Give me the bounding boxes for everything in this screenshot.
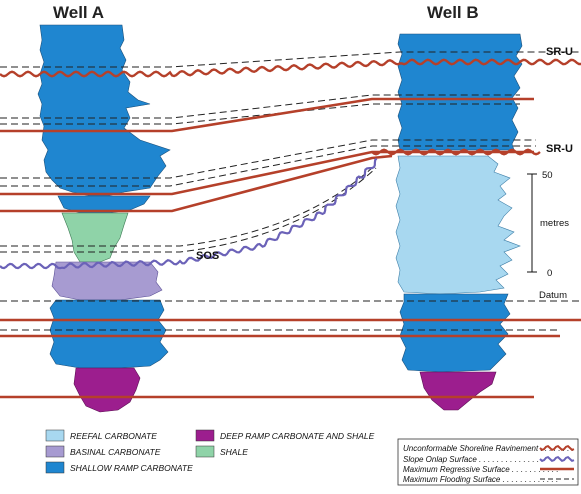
- legend-label-regressive: Maximum Regressive Surface . . . . . . .…: [403, 465, 559, 474]
- legend-label-shale: SHALE: [220, 447, 248, 457]
- legend-label-shallow: SHALLOW RAMP CARBONATE: [70, 463, 193, 473]
- slope-onlap-surface: [0, 157, 378, 270]
- legend-swatch-shallow: [45, 461, 65, 474]
- legend-label-deep: DEEP RAMP CARBONATE AND SHALE: [220, 431, 375, 441]
- facies-legend: REEFAL CARBONATE BASINAL CARBONATE SHALL…: [45, 429, 375, 474]
- mfs-line-6: [0, 167, 373, 247]
- well-b-title: Well B: [427, 3, 479, 22]
- sru-lower-label: SR-U: [546, 143, 573, 155]
- legend-label-reefal: REEFAL CARBONATE: [70, 431, 157, 441]
- legend-label-flooding: Maximum Flooding Surface . . . . . . . .…: [403, 475, 558, 484]
- legend-symbol-onlap: [539, 455, 575, 463]
- mfs-line-4: [0, 139, 536, 179]
- sru-line-upper: [0, 58, 581, 78]
- datum-label: Datum: [539, 290, 567, 301]
- well-b-reefal: [395, 155, 521, 295]
- well-b-deep-ramp: [419, 371, 497, 411]
- well-a-shallow-ramp-lower: [49, 299, 169, 369]
- well-b-shallow-ramp-lower: [399, 293, 511, 373]
- mfs-line-1: [0, 51, 580, 68]
- shoreline-ravinement-surfaces: [0, 58, 581, 156]
- mfs-line-5: [0, 145, 536, 187]
- well-a-shallow-ramp-upper: [37, 24, 171, 197]
- well-a-basinal: [51, 261, 163, 301]
- legend-label-ravinement: Unconformable Shoreline Ravinement . . .…: [403, 444, 574, 453]
- sos-label: SOS: [196, 250, 219, 262]
- well-b-shallow-ramp-upper: [397, 33, 523, 151]
- legend-symbol-ravinement: [539, 444, 575, 452]
- sru-line-lower: [371, 148, 541, 156]
- well-a-log: [37, 24, 171, 413]
- legend-swatch-deep: [195, 429, 215, 442]
- legend-label-onlap: Slope Onlap Surface . . . . . . . . . . …: [403, 455, 544, 464]
- legend-label-basinal: BASINAL CARBONATE: [70, 447, 161, 457]
- mrs-line-3: [0, 154, 393, 213]
- well-a-title: Well A: [53, 3, 104, 22]
- surface-legend: Unconformable Shoreline Ravinement . . .…: [397, 438, 579, 486]
- scale-bottom-label: 0: [547, 268, 552, 279]
- scale-top-label: 50: [542, 170, 553, 181]
- maximum-regressive-surfaces: [0, 97, 581, 399]
- scale-bar: 50 metres 0: [527, 170, 569, 279]
- legend-swatch-shale: [195, 445, 215, 458]
- sru-upper-label: SR-U: [546, 46, 573, 58]
- well-a-shale: [61, 212, 129, 263]
- mfs-line-3: [0, 103, 520, 125]
- well-b-log: [395, 33, 523, 411]
- well-a-deep-ramp: [73, 367, 141, 413]
- scale-unit-label: metres: [540, 218, 569, 229]
- mrs-line-1: [0, 97, 534, 133]
- legend-swatch-reefal: [45, 429, 65, 442]
- legend-swatch-basinal: [45, 445, 65, 458]
